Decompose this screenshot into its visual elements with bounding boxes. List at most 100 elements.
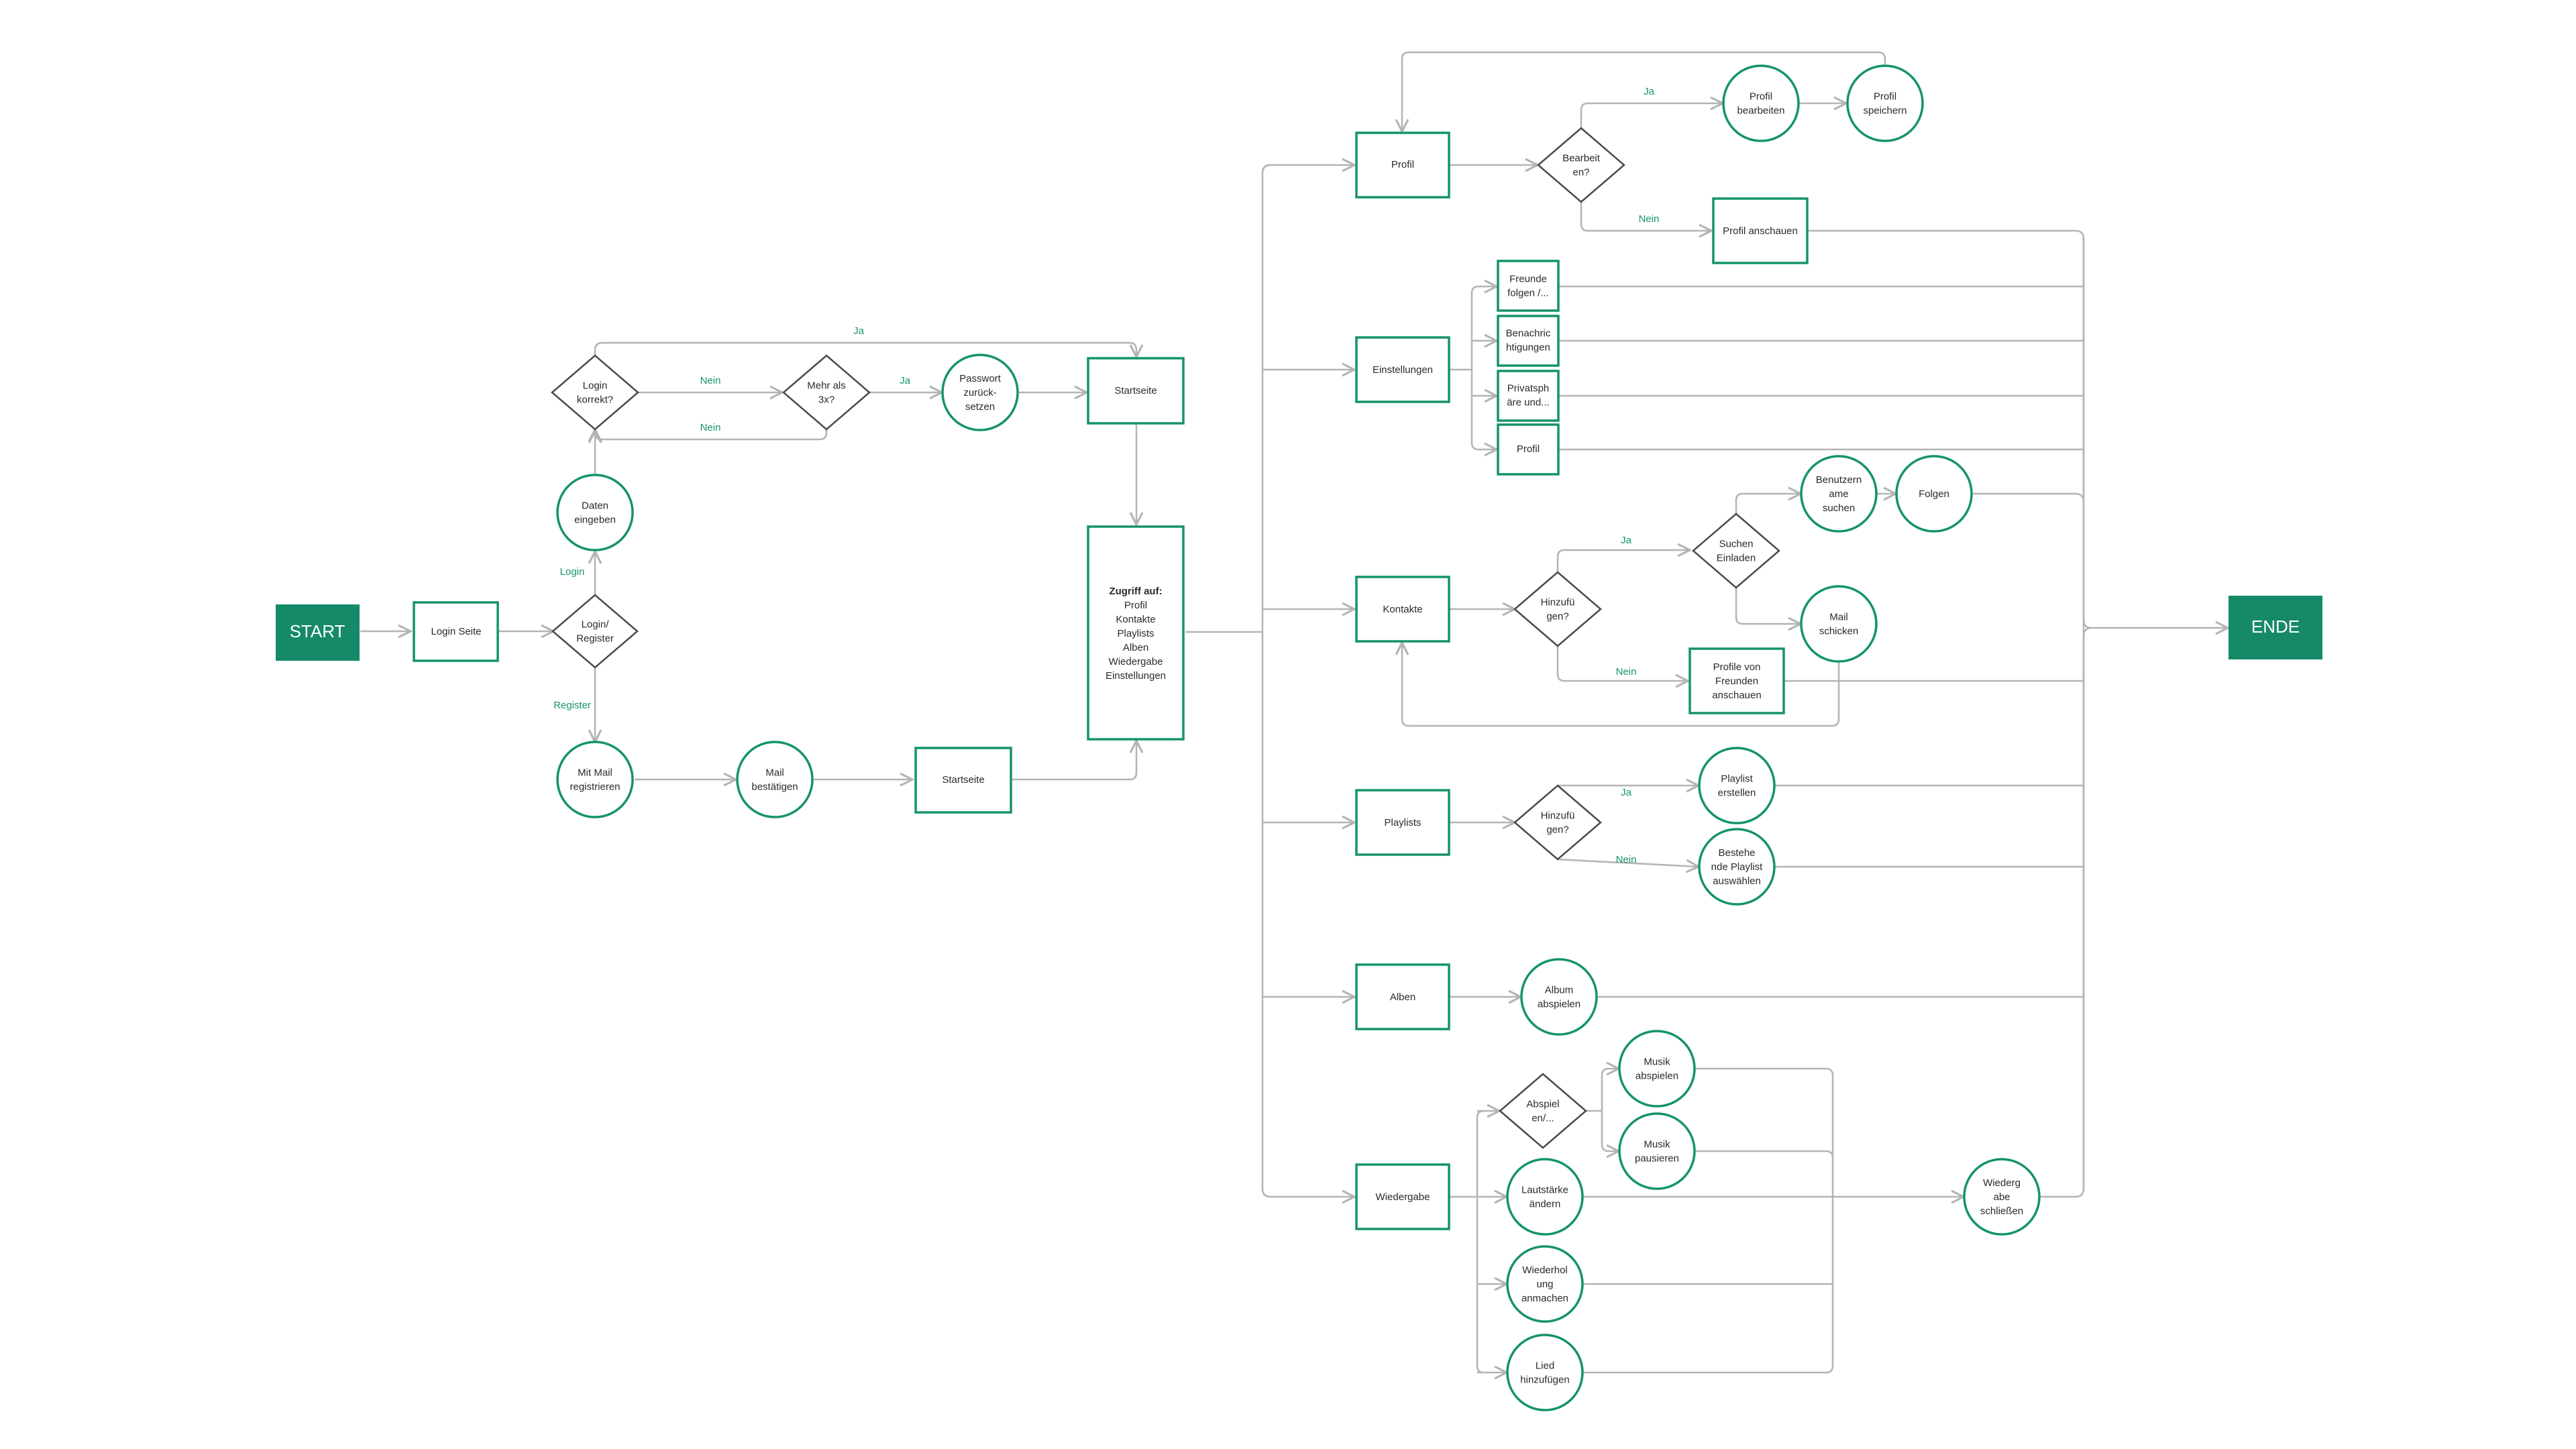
login-seite-box xyxy=(413,601,499,662)
edge-label: Nein xyxy=(1616,666,1637,678)
bestehende-playlist-node xyxy=(1698,828,1776,906)
benachrichtigungen-box xyxy=(1497,315,1560,367)
edge-suchen-benutzer xyxy=(1735,494,1801,514)
edge-hinzu-k-nein xyxy=(1556,646,1688,681)
wiedergabe-label: Wiedergabe xyxy=(1376,1191,1430,1203)
suchen-einladen-decision xyxy=(1692,513,1780,589)
bearbeiten-decision xyxy=(1537,127,1625,203)
wiedergabe-box xyxy=(1355,1163,1450,1230)
mit-mail-registrieren-node xyxy=(556,741,634,818)
daten-eingeben-node xyxy=(556,474,634,551)
edge-label: Ja xyxy=(1621,787,1632,798)
mail-bestaetigen-node xyxy=(736,741,814,818)
freunde-folgen-box xyxy=(1497,260,1560,312)
profil-box xyxy=(1355,131,1450,199)
edge-musik-abspielen-collect xyxy=(1695,1067,1834,1374)
edge-label: Ja xyxy=(853,325,865,337)
edge-hinzu-k-ja xyxy=(1556,550,1690,572)
start-label: START xyxy=(290,621,345,641)
edge-dec-musik-abspielen xyxy=(1601,1069,1619,1111)
login-register-label: Login/Register xyxy=(576,619,614,644)
edge-login-korrekt-ja-startseite xyxy=(594,341,1136,357)
edge-folgen-ende xyxy=(1972,492,2085,502)
musik-pausieren-node xyxy=(1618,1112,1696,1190)
alben-label: Alben xyxy=(1390,991,1415,1003)
edge-label: Ja xyxy=(1621,535,1632,546)
edge-trunk-wiedergabe xyxy=(1261,1188,1354,1197)
edge-suchen-mail xyxy=(1735,588,1801,624)
mehr-als-3x-decision xyxy=(782,354,871,431)
folgen-label: Folgen xyxy=(1919,488,1949,500)
start-terminal xyxy=(276,604,360,661)
edge-label: Nein xyxy=(1616,854,1637,865)
edge-label: Login xyxy=(560,566,585,578)
hinzufuegen-playlists-decision xyxy=(1513,784,1602,861)
edge-mehr-nein-login xyxy=(595,429,828,439)
login-register-decision xyxy=(551,594,639,669)
playlists-box xyxy=(1355,789,1450,856)
edge-label: Ja xyxy=(900,375,911,386)
passwort-zuruecksetzen-node xyxy=(941,354,1019,431)
zugriff-box xyxy=(1087,525,1185,741)
flowchart-nodes: START ENDE Login Seite Login/Register Da… xyxy=(276,64,2322,1411)
profile-von-freunden-box xyxy=(1688,647,1785,714)
mail-schicken-node xyxy=(1800,585,1878,663)
edge-speichern-loop xyxy=(1402,51,1886,131)
edge-musik-pausieren-collect xyxy=(1695,1150,1834,1159)
lied-hinzufuegen-node xyxy=(1506,1334,1584,1411)
profil-label: Profil xyxy=(1391,159,1414,170)
profil-bearbeiten-node xyxy=(1722,64,1800,142)
edge-profil-anschauen-ende xyxy=(1807,229,2092,629)
hinzufuegen-kontakte-decision xyxy=(1513,571,1602,647)
profil-anschauen-label: Profil anschauen xyxy=(1723,225,1798,237)
edge-trunk-vertical xyxy=(1261,164,1271,1189)
alben-box xyxy=(1355,963,1450,1030)
edge-wieder-vertical xyxy=(1476,1110,1485,1374)
lautstaerke-node xyxy=(1506,1158,1584,1236)
wiederholung-node xyxy=(1506,1245,1584,1323)
edge-dec-musik-pausieren xyxy=(1601,1111,1619,1151)
einstellungen-label: Einstellungen xyxy=(1373,364,1433,376)
edge-mail-loop xyxy=(1402,643,1840,727)
edge-label: Nein xyxy=(700,422,721,433)
kontakte-label: Kontakte xyxy=(1383,604,1422,615)
edge-einst-profil xyxy=(1470,443,1497,449)
connector-lines xyxy=(360,51,2228,1374)
playlist-erstellen-node xyxy=(1698,747,1776,824)
edge-trunk-profil xyxy=(1261,165,1354,174)
benutzername-suchen-node xyxy=(1800,455,1878,533)
login-korrekt-decision xyxy=(551,354,639,431)
folgen-node xyxy=(1895,455,1973,533)
playlists-label: Playlists xyxy=(1384,817,1421,828)
wiedergabe-schliessen-node xyxy=(1963,1158,2041,1236)
startseite-top-box xyxy=(1087,357,1185,425)
ende-terminal xyxy=(2229,596,2322,659)
abspielen-decision xyxy=(1499,1073,1587,1149)
edge-label: Register xyxy=(553,700,591,711)
